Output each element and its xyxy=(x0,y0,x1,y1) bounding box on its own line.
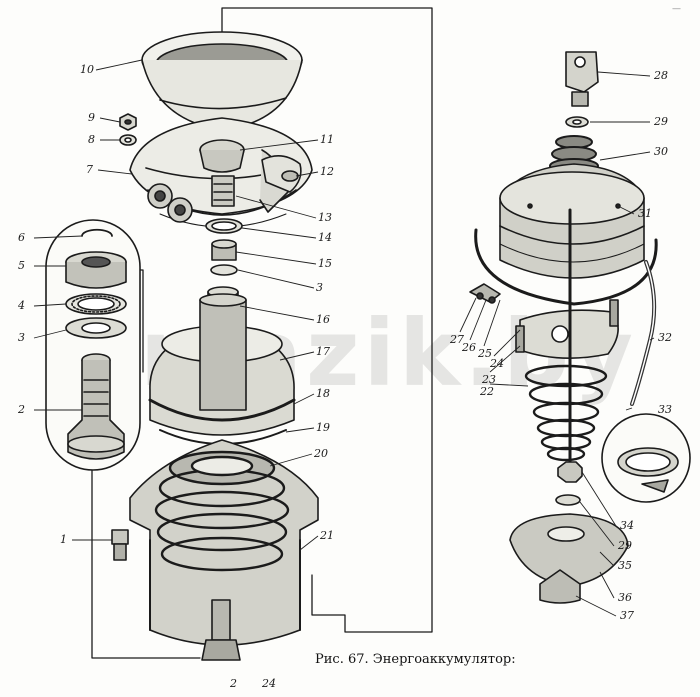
part-34-nut xyxy=(557,461,583,483)
callout-28: 28 xyxy=(654,69,668,82)
callout-20: 20 xyxy=(314,447,328,460)
part-14-retaining-ring xyxy=(205,218,243,234)
part-29-washer-lower xyxy=(555,494,581,506)
callout-4: 4 xyxy=(18,299,25,312)
callout-32: 32 xyxy=(658,331,672,344)
callout-29-upper: 29 xyxy=(654,115,668,128)
callout-8: 8 xyxy=(88,133,95,146)
part-4-bearing xyxy=(65,293,127,315)
part-33-hose-clamp-detail xyxy=(601,413,691,503)
part-24-mounting-plate xyxy=(515,299,619,359)
part-11-cap xyxy=(199,139,245,173)
part-31-brake-chamber xyxy=(499,163,645,279)
callout-37: 37 xyxy=(620,609,634,622)
callout-23: 23 xyxy=(482,373,496,386)
callout-14: 14 xyxy=(318,231,332,244)
callout-2-bottom: 2 xyxy=(230,677,237,690)
callout-2: 2 xyxy=(18,403,25,416)
callout-15: 15 xyxy=(318,257,332,270)
callout-27: 27 xyxy=(450,333,464,346)
part-37-nut xyxy=(539,569,581,604)
part-2-threaded-rod xyxy=(67,353,125,460)
callout-6: 6 xyxy=(18,231,25,244)
callout-34: 34 xyxy=(620,519,634,532)
callout-3-upper: 3 xyxy=(316,281,323,294)
callout-29-lower: 29 xyxy=(618,539,632,552)
part-18-seal xyxy=(148,398,296,422)
part-5-nut xyxy=(65,251,127,289)
callout-21: 21 xyxy=(320,529,334,542)
part-12-plate xyxy=(261,155,302,193)
callout-25: 25 xyxy=(478,347,492,360)
callout-5: 5 xyxy=(18,259,25,272)
callout-26: 26 xyxy=(462,341,476,354)
part-28-clevis xyxy=(565,51,599,107)
detail-inset-rod-assembly xyxy=(45,219,141,471)
part-1-bolt xyxy=(111,529,129,561)
part-17-piston xyxy=(149,293,295,436)
callout-35: 35 xyxy=(618,559,632,572)
part-29-washer-upper xyxy=(565,116,589,128)
callout-18: 18 xyxy=(316,387,330,400)
callout-7: 7 xyxy=(86,163,93,176)
part-3-washer-lower xyxy=(65,317,127,339)
callout-9: 9 xyxy=(88,111,95,124)
part-13-sleeve xyxy=(211,175,235,207)
callout-30: 30 xyxy=(654,145,668,158)
part-10-cover-bowl xyxy=(141,31,303,131)
part-clamp-ring xyxy=(469,228,658,306)
corner-mark: — xyxy=(672,4,681,14)
part-3-spacer-upper xyxy=(210,264,238,276)
callout-36: 36 xyxy=(618,591,632,604)
callout-24-bottom: 24 xyxy=(262,677,276,690)
part-22-return-spring xyxy=(524,364,608,462)
callout-10: 10 xyxy=(80,63,94,76)
part-32-hose xyxy=(630,260,657,406)
callout-24: 24 xyxy=(490,357,504,370)
callout-19: 19 xyxy=(316,421,330,434)
callout-22: 22 xyxy=(480,385,494,398)
callout-12: 12 xyxy=(320,165,334,178)
callout-31: 31 xyxy=(638,207,652,220)
part-9-nut xyxy=(119,113,137,131)
callout-13: 13 xyxy=(318,211,332,224)
part-8-washer xyxy=(119,134,137,146)
callout-3-lower: 3 xyxy=(18,331,25,344)
part-bottom-adjusting-bolt xyxy=(201,599,241,661)
part-15-bushing xyxy=(211,239,237,261)
callout-17: 17 xyxy=(316,345,330,358)
figure-caption: Рис. 67. Энергоаккумулятор: xyxy=(315,652,516,667)
callout-16: 16 xyxy=(316,313,330,326)
part-20-power-spring xyxy=(154,450,290,572)
callout-33: 33 xyxy=(658,403,672,416)
callout-11: 11 xyxy=(320,133,334,146)
callout-1: 1 xyxy=(60,533,67,546)
part-35-36-diaphragm-plate xyxy=(509,513,629,587)
part-6-circlip xyxy=(81,228,113,237)
